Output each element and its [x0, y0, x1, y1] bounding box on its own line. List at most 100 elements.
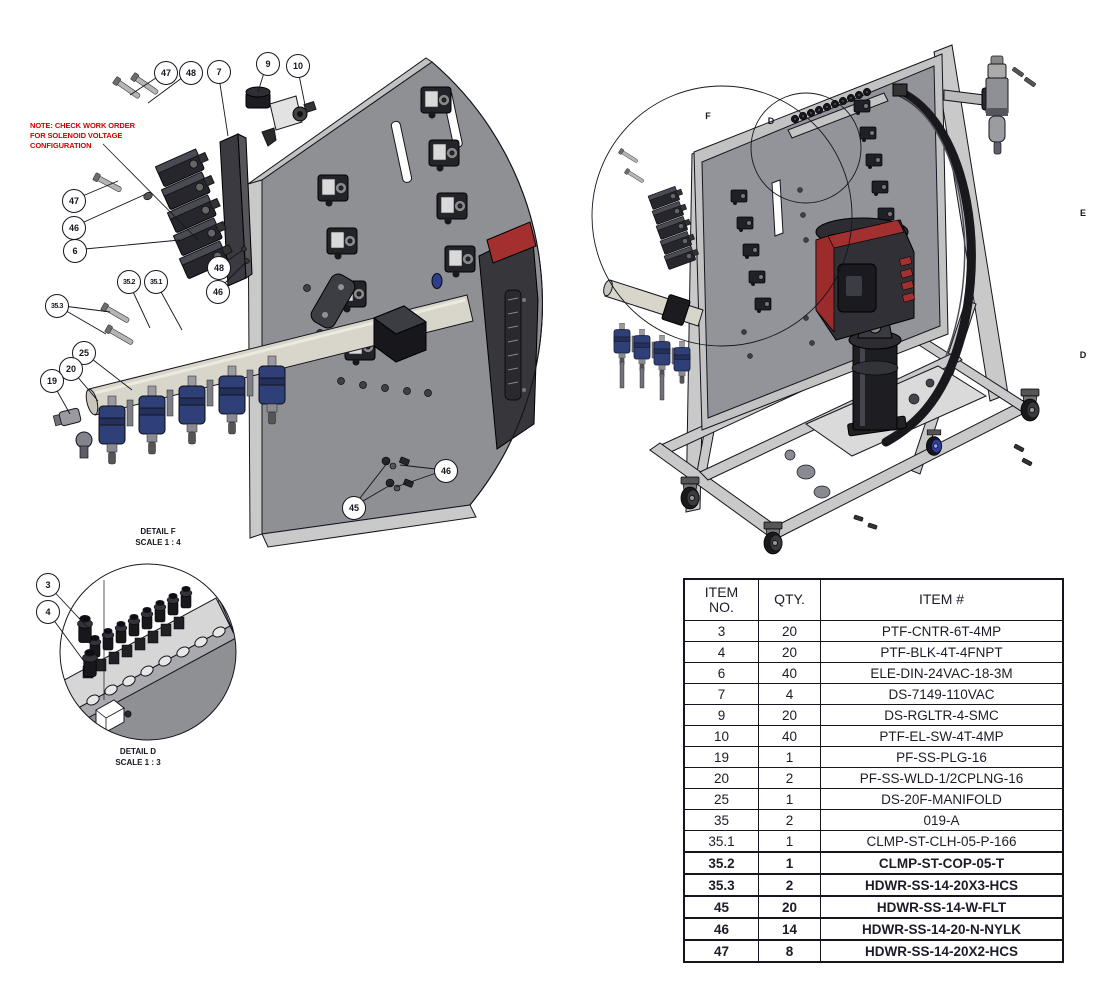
item-number-cell: PF-SS-PLG-16	[820, 746, 1064, 768]
qty-cell: 20	[758, 620, 821, 642]
hose	[881, 87, 976, 447]
qty-cell: 20	[758, 704, 821, 726]
detail-f-title: DETAIL F	[140, 527, 176, 536]
item-number-cell: HDWR-SS-14-20X3-HCS	[820, 873, 1064, 897]
din-solenoid-stack	[154, 133, 253, 287]
bom-header-row: ITEM NO. QTY. ITEM #	[683, 578, 1064, 621]
detail-f-scale: SCALE 1 : 4	[135, 537, 181, 547]
item-number-cell: HDWR-SS-14-W-FLT	[820, 895, 1064, 919]
caster-blue	[926, 429, 943, 456]
item-no-cell: 47	[683, 939, 759, 963]
balloon-7: 7	[207, 60, 231, 84]
qty-cell: 1	[758, 851, 821, 875]
zone-label-D: D	[767, 116, 775, 126]
leader-line	[72, 193, 147, 228]
balloon-47: 47	[154, 61, 178, 85]
qty-cell: 40	[758, 662, 821, 684]
item-no-cell: 10	[683, 725, 759, 747]
pump-controller-clipped	[478, 221, 539, 450]
manifold-valves	[98, 355, 286, 465]
qty-cell: 14	[758, 917, 821, 941]
qty-cell: 1	[758, 746, 821, 768]
item-number-cell: CLMP-ST-CLH-05-P-166	[820, 830, 1064, 853]
item-number-cell: DS-20F-MANIFOLD	[820, 788, 1064, 810]
item-no-cell: 19	[683, 746, 759, 768]
qty-cell: 8	[758, 939, 821, 963]
leader-line	[73, 239, 181, 251]
qty-cell: 2	[758, 809, 821, 831]
weld-coupling	[75, 431, 93, 459]
bottom-fasteners	[381, 456, 414, 492]
balloon-47: 47	[62, 189, 86, 213]
item-no-cell: 35	[683, 809, 759, 831]
note-line: NOTE: CHECK WORK ORDER	[30, 121, 135, 130]
item-no-cell: 45	[683, 895, 759, 919]
detail-d-scale: SCALE 1 : 3	[115, 757, 161, 767]
item-no-cell: 7	[683, 683, 759, 705]
item-no-cell: 35.2	[683, 851, 759, 875]
regulator	[245, 86, 317, 147]
item-number-cell: PTF-EL-SW-4T-4MP	[820, 725, 1064, 747]
clamp-plate	[310, 273, 356, 329]
bom-header-item-no: ITEM NO.	[683, 578, 759, 621]
balloon-48: 48	[207, 256, 231, 280]
qty-cell: 1	[758, 830, 821, 853]
item-no-cell: 46	[683, 917, 759, 941]
item-number-cell: DS-7149-110VAC	[820, 683, 1064, 705]
note-line: FOR SOLENOID VOLTAGE	[30, 130, 123, 140]
balloon-4: 4	[36, 600, 60, 624]
item-number-cell: PTF-CNTR-6T-4MP	[820, 620, 1064, 642]
zone-label-D: D	[1079, 350, 1087, 360]
balloon-46: 46	[206, 280, 230, 304]
clamp-block	[372, 305, 428, 363]
bom-header-item: ITEM #	[820, 578, 1064, 621]
balloon-46: 46	[62, 216, 86, 240]
qty-cell: 4	[758, 683, 821, 705]
note-line: CONFIGURATION	[30, 140, 92, 150]
zone-label-F: F	[705, 111, 711, 121]
item-number-cell: HDWR-SS-14-20-N-NYLK	[820, 917, 1064, 941]
item-no-cell: 35.1	[683, 830, 759, 853]
item-no-cell: 35.3	[683, 873, 759, 897]
qty-cell: 2	[758, 767, 821, 789]
qty-cell: 20	[758, 895, 821, 919]
right-view	[591, 44, 1040, 555]
detail-f-boundary	[591, 85, 853, 347]
item-no-cell: 25	[683, 788, 759, 810]
qty-cell: 2	[758, 873, 821, 897]
qty-cell: 20	[758, 641, 821, 663]
qty-cell: 1	[758, 788, 821, 810]
balloon-6: 6	[63, 239, 87, 263]
balloon-48: 48	[179, 61, 203, 85]
zone-label-E: E	[1079, 208, 1087, 218]
item-no-cell: 20	[683, 767, 759, 789]
detail-f-caption: DETAIL F SCALE 1 : 4	[103, 527, 213, 549]
balloon-46: 46	[434, 459, 458, 483]
item-number-cell: DS-RGLTR-4-SMC	[820, 704, 1064, 726]
item-number-cell: PF-SS-WLD-1/2CPLNG-16	[820, 767, 1064, 789]
item-no-cell: 6	[683, 662, 759, 684]
detail-d-title: DETAIL D	[119, 747, 157, 756]
balloon-10: 10	[286, 54, 310, 78]
balloon-35.1: 35.1	[144, 270, 168, 294]
solenoid-voltage-note: NOTE: CHECK WORK ORDER FOR SOLENOID VOLT…	[30, 121, 148, 150]
left-view	[52, 57, 543, 548]
